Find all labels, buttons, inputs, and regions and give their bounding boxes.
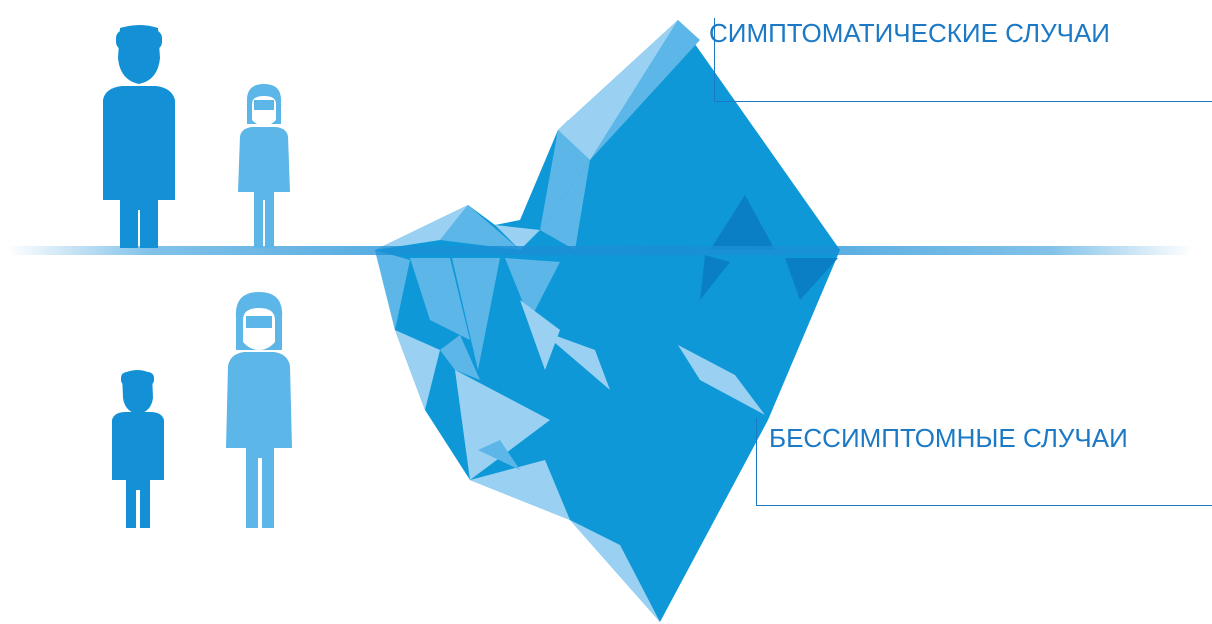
iceberg-body [375, 20, 840, 622]
iceberg-facet [785, 258, 838, 300]
symptomatic-label: СИМПТОМАТИЧЕСКИЕ СЛУЧАИ [709, 18, 1110, 48]
man-icon [103, 25, 175, 248]
water-line [8, 246, 1192, 255]
iceberg-facet [452, 258, 500, 370]
iceberg-facet [470, 460, 570, 520]
iceberg-facet [440, 205, 520, 250]
iceberg-facet [558, 20, 678, 160]
symptomatic-callout: СИМПТОМАТИЧЕСКИЕ СЛУЧАИ [709, 18, 1212, 102]
iceberg-facet [590, 20, 700, 160]
iceberg-facet [495, 225, 540, 250]
iceberg-facet [505, 258, 560, 320]
boy-icon [112, 370, 164, 528]
iceberg-facet [540, 130, 590, 230]
iceberg-facet [540, 330, 610, 390]
asymptomatic-callout: БЕССИМПТОМНЫЕ СЛУЧАИ [756, 418, 1212, 506]
iceberg-facet [440, 335, 480, 380]
iceberg-facet [395, 330, 440, 410]
iceberg-facet [678, 345, 765, 415]
iceberg-facet [375, 250, 410, 330]
iceberg [375, 20, 840, 622]
iceberg-facet [700, 255, 730, 300]
iceberg-facet [375, 205, 468, 250]
iceberg-facet [540, 160, 590, 250]
iceberg-facet [570, 520, 660, 622]
iceberg-facet [455, 370, 550, 480]
iceberg-facet [710, 195, 775, 250]
woman-icon [226, 292, 292, 528]
asymptomatic-label: БЕССИМПТОМНЫЕ СЛУЧАИ [769, 423, 1128, 453]
iceberg-facet [410, 258, 470, 340]
woman-icon [238, 84, 290, 248]
iceberg-facet [478, 440, 520, 470]
iceberg-facet [520, 300, 560, 370]
